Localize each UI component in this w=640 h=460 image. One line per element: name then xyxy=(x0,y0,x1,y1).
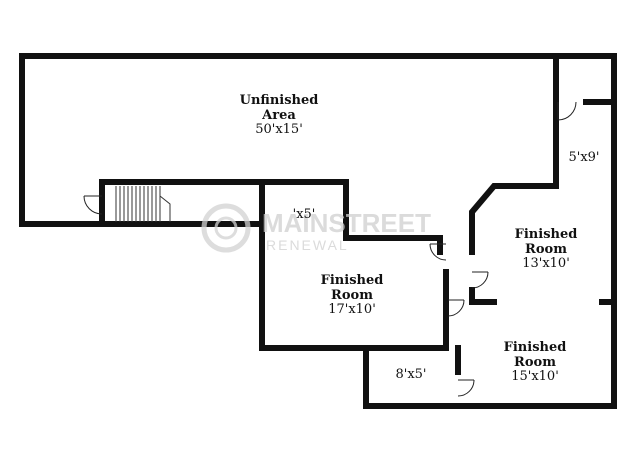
room-finished-right-bottom: Finished Room 15'x10' xyxy=(504,340,567,384)
room-name-line1: Unfinished xyxy=(240,93,319,108)
room-name-line2: Room xyxy=(331,288,373,303)
room-closet-top-right: 5'x9' xyxy=(568,150,599,165)
room-dimensions: 8'x5' xyxy=(395,367,426,382)
room-dimensions: 50'x15' xyxy=(255,122,303,137)
room-finished-right-top: Finished Room 13'x10' xyxy=(515,227,578,271)
room-unfinished-area: Unfinished Area 50'x15' xyxy=(240,93,319,137)
room-name-line2: Room xyxy=(525,242,567,257)
watermark: MAINSTREET RENEWAL xyxy=(201,203,431,253)
staircase xyxy=(115,186,171,222)
watermark-line1: MAINSTREET xyxy=(262,208,431,238)
room-dimensions: 13'x10' xyxy=(522,256,570,271)
room-small: 'x5' xyxy=(293,207,316,222)
watermark-logo-icon xyxy=(201,203,251,253)
room-name-line2: Area xyxy=(261,108,296,123)
doors xyxy=(83,101,577,397)
room-dimensions: 17'x10' xyxy=(328,302,376,317)
room-finished-center: Finished Room 17'x10' xyxy=(321,273,384,317)
room-closet-bottom: 8'x5' xyxy=(395,367,426,382)
room-dimensions: 'x5' xyxy=(293,207,316,222)
room-name-line2: Room xyxy=(514,355,556,370)
room-dimensions: 15'x10' xyxy=(511,369,559,384)
watermark-line2: RENEWAL xyxy=(266,237,349,253)
room-name-line1: Finished xyxy=(504,340,567,355)
room-name-line1: Finished xyxy=(321,273,384,288)
room-dimensions: 5'x9' xyxy=(568,150,599,165)
room-name-line1: Finished xyxy=(515,227,578,242)
